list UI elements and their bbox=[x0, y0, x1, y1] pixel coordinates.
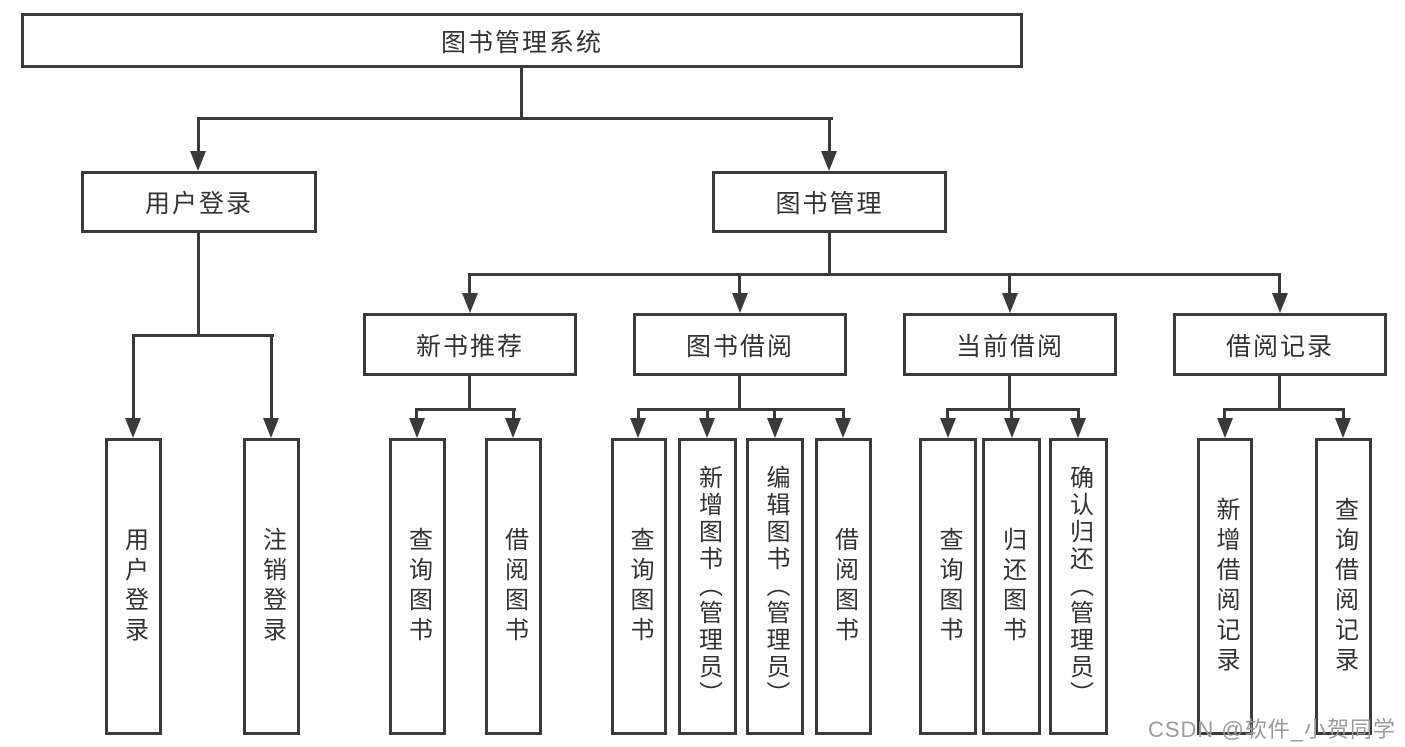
leaf-label: 新增借阅记录 bbox=[1212, 496, 1239, 677]
connector-line bbox=[468, 273, 1281, 276]
arrow-down-icon bbox=[1070, 418, 1086, 438]
connector-line bbox=[637, 408, 640, 420]
arrow-down-icon bbox=[699, 418, 715, 438]
arrow-down-icon bbox=[1272, 293, 1288, 313]
leaf-label: 用户登录 bbox=[120, 526, 148, 647]
node-label: 图书管理系统 bbox=[440, 28, 603, 57]
connector-line bbox=[197, 117, 200, 153]
connector-line bbox=[828, 117, 831, 153]
leaf-label: 借阅图书 bbox=[830, 526, 858, 647]
leaf-borrow-query-book: 查询图书 bbox=[611, 438, 667, 735]
leaf-borrow-borrow-book: 借阅图书 bbox=[815, 438, 872, 735]
connector-line bbox=[197, 233, 200, 334]
node-library-system: 图书管理系统 bbox=[21, 13, 1023, 68]
arrow-down-icon bbox=[505, 418, 521, 438]
leaf-label: 确认归还（管理员） bbox=[1065, 465, 1093, 708]
arrow-down-icon bbox=[1335, 418, 1351, 438]
connector-line bbox=[637, 408, 845, 411]
leaf-newbook-query-book: 查询图书 bbox=[389, 438, 446, 735]
leaf-label: 新增图书（管理员） bbox=[694, 465, 722, 708]
connector-line bbox=[1010, 408, 1013, 420]
node-label: 图书借阅 bbox=[685, 332, 794, 361]
leaf-newbook-borrow-book: 借阅图书 bbox=[485, 438, 542, 735]
connector-line bbox=[1223, 408, 1226, 420]
node-label: 当前借阅 bbox=[955, 332, 1064, 361]
connector-line bbox=[1342, 408, 1345, 420]
connector-line bbox=[512, 408, 515, 420]
node-label: 图书管理 bbox=[775, 190, 884, 218]
leaf-records-add-record: 新增借阅记录 bbox=[1197, 438, 1253, 735]
leaf-records-query-record: 查询借阅记录 bbox=[1315, 438, 1372, 735]
connector-line bbox=[1278, 376, 1281, 410]
arrow-down-icon bbox=[821, 151, 837, 171]
arrow-down-icon bbox=[190, 151, 206, 171]
connector-line bbox=[1278, 273, 1281, 295]
leaf-borrow-add-book-admin: 新增图书（管理员） bbox=[678, 438, 737, 735]
connector-line bbox=[132, 334, 135, 420]
connector-line bbox=[270, 334, 273, 420]
arrow-down-icon bbox=[125, 418, 141, 438]
arrow-down-icon bbox=[940, 418, 956, 438]
arrow-down-icon bbox=[1217, 418, 1233, 438]
connector-line bbox=[468, 273, 471, 295]
connector-line bbox=[415, 408, 418, 420]
node-book-management: 图书管理 bbox=[712, 171, 947, 233]
connector-line bbox=[1008, 376, 1011, 410]
leaf-borrow-edit-book-admin: 编辑图书（管理员） bbox=[746, 438, 804, 735]
leaf-label: 编辑图书（管理员） bbox=[762, 465, 789, 708]
leaf-current-query-book: 查询图书 bbox=[919, 438, 977, 735]
node-label: 借阅记录 bbox=[1225, 332, 1334, 361]
connector-line bbox=[946, 408, 949, 420]
node-borrow-records: 借阅记录 bbox=[1173, 313, 1387, 376]
node-label: 用户登录 bbox=[144, 190, 253, 218]
leaf-user-login: 用户登录 bbox=[105, 438, 162, 735]
leaf-current-return-book: 归还图书 bbox=[982, 438, 1041, 735]
arrow-down-icon bbox=[263, 418, 279, 438]
leaf-label: 查询图书 bbox=[935, 526, 962, 647]
connector-line bbox=[132, 334, 274, 337]
connector-line bbox=[468, 376, 471, 410]
node-new-book-recommend: 新书推荐 bbox=[363, 313, 577, 376]
connector-line bbox=[1077, 408, 1080, 420]
connector-line bbox=[738, 376, 741, 410]
connector-line bbox=[1223, 408, 1344, 411]
connector-line bbox=[706, 408, 709, 420]
leaf-label: 查询图书 bbox=[626, 526, 653, 647]
connector-line bbox=[842, 408, 845, 420]
leaf-current-confirm-return-admin: 确认归还（管理员） bbox=[1049, 438, 1108, 735]
arrow-down-icon bbox=[732, 293, 748, 313]
arrow-down-icon bbox=[1004, 418, 1020, 438]
connector-line bbox=[738, 273, 741, 295]
leaf-label: 注销登录 bbox=[258, 526, 286, 647]
leaf-label: 归还图书 bbox=[998, 526, 1026, 647]
connector-line bbox=[415, 408, 516, 411]
connector-line bbox=[1008, 273, 1011, 295]
arrow-down-icon bbox=[1002, 293, 1018, 313]
node-user-login-module: 用户登录 bbox=[81, 171, 317, 233]
node-current-borrow: 当前借阅 bbox=[903, 313, 1117, 376]
leaf-label: 查询借阅记录 bbox=[1330, 496, 1358, 677]
node-label: 新书推荐 bbox=[415, 332, 524, 361]
leaf-logout: 注销登录 bbox=[243, 438, 300, 735]
leaf-label: 查询图书 bbox=[404, 526, 432, 647]
arrow-down-icon bbox=[409, 418, 425, 438]
connector-line bbox=[197, 117, 833, 120]
arrow-down-icon bbox=[462, 293, 478, 313]
arrow-down-icon bbox=[835, 418, 851, 438]
leaf-label: 借阅图书 bbox=[500, 526, 528, 647]
watermark: CSDN @软件_小贺同学 bbox=[1147, 717, 1396, 742]
arrow-down-icon bbox=[630, 418, 646, 438]
connector-line bbox=[773, 408, 776, 420]
connector-line bbox=[520, 68, 523, 117]
arrow-down-icon bbox=[767, 418, 783, 438]
connector-line bbox=[946, 408, 1080, 411]
connector-line bbox=[828, 233, 831, 273]
node-book-borrow: 图书借阅 bbox=[633, 313, 847, 376]
